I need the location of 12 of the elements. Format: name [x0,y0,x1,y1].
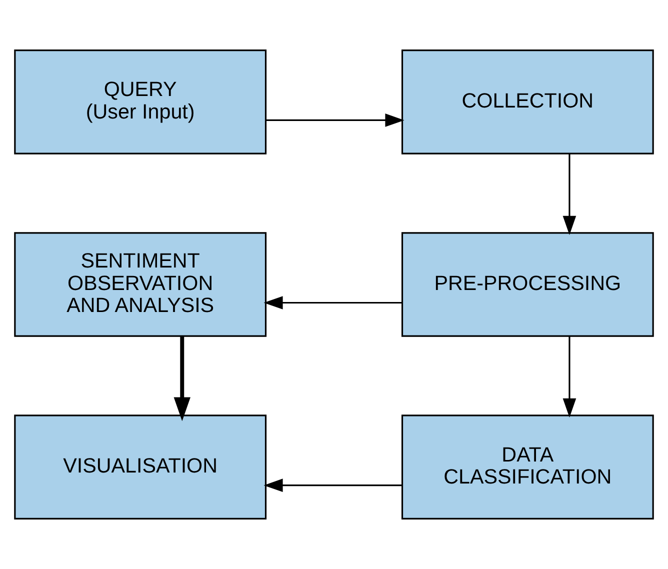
node-box: QUERY (User Input) [14,50,267,154]
arrow [264,478,402,492]
node-box: DATA CLASSIFICATION [401,414,654,520]
arrow [562,336,576,418]
arrow [562,154,576,235]
arrow [266,114,404,127]
node-box: COLLECTION [401,50,654,154]
node-box: PRE-PROCESSING [401,232,654,337]
node-box: SENTIMENT OBSERVATION AND ANALYSIS [14,232,267,337]
node-box: VISUALISATION [14,414,267,520]
arrow [174,336,190,422]
arrow [264,296,402,310]
